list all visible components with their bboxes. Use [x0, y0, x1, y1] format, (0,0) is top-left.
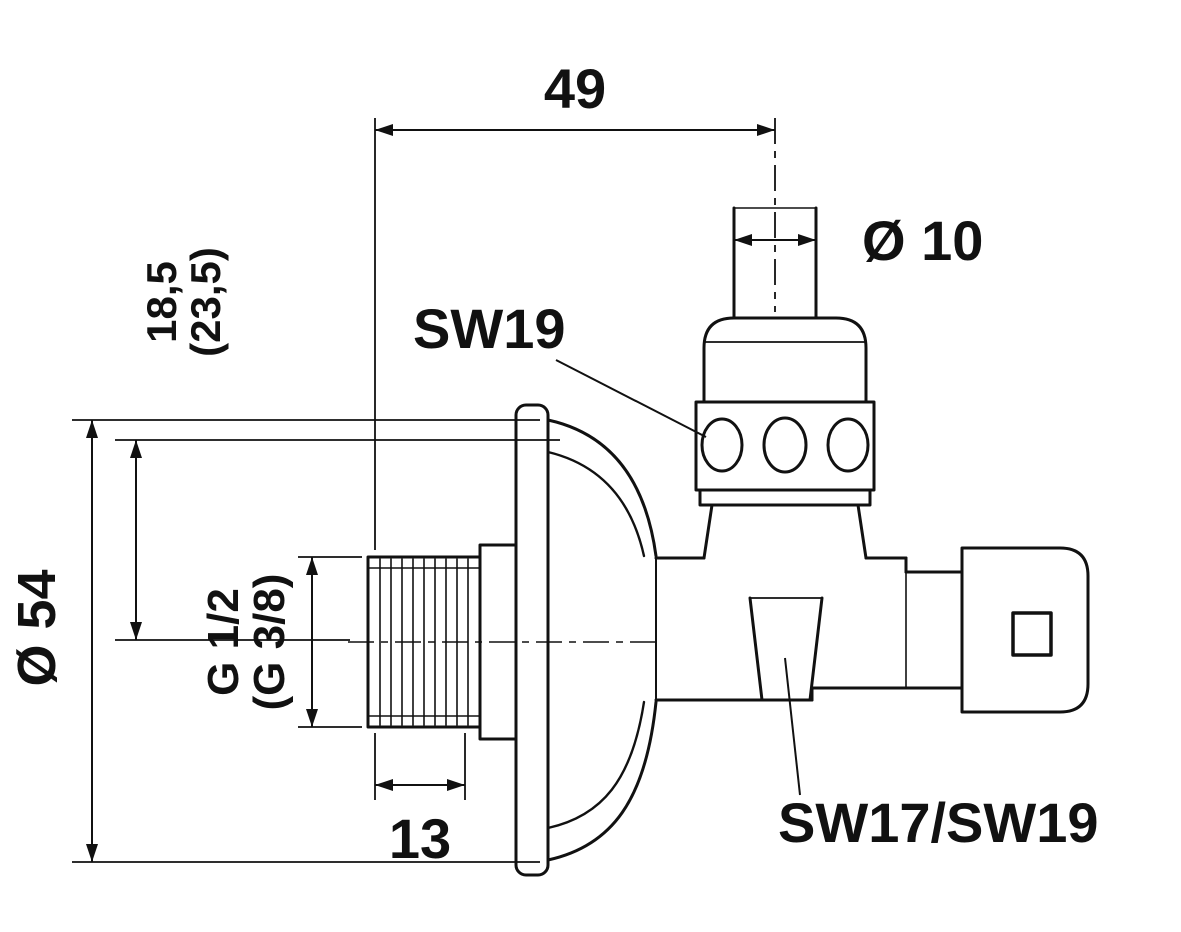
flange-diameter-label: Ø 54	[7, 569, 67, 686]
bell-curve-bottom	[546, 700, 658, 862]
sw19-label: SW19	[413, 297, 566, 360]
leader-sw17-sw19	[784, 657, 801, 796]
thread-size-label-alt: (G 3/8)	[245, 574, 294, 711]
offset-dim-label-primary: 18,5	[138, 261, 185, 343]
dim-pipe-diameter-label: Ø 10	[862, 209, 983, 272]
square-drive	[1011, 611, 1053, 657]
riser-ring	[698, 488, 872, 507]
outlet-end-cap	[960, 546, 1090, 714]
dimension-lines	[72, 118, 816, 863]
riser-hex-sw19	[694, 400, 876, 492]
lower-neck-left	[748, 596, 764, 702]
flange-plate	[514, 403, 550, 877]
sw17-sw19-label: SW17/SW19	[778, 791, 1099, 854]
leader-sw19	[555, 359, 707, 438]
bell-curve-top	[546, 418, 658, 558]
compression-nut	[702, 316, 868, 404]
wall-flange-bell	[514, 403, 658, 877]
vertical-riser	[694, 206, 876, 560]
dim-49-label: 49	[544, 57, 606, 120]
thread-length-label: 13	[389, 807, 451, 870]
valve-main-body	[654, 556, 964, 702]
lower-neck-right	[808, 596, 824, 702]
offset-dim-label-alt: (23,5)	[182, 247, 229, 357]
thread-size-label-primary: G 1/2	[199, 588, 248, 696]
